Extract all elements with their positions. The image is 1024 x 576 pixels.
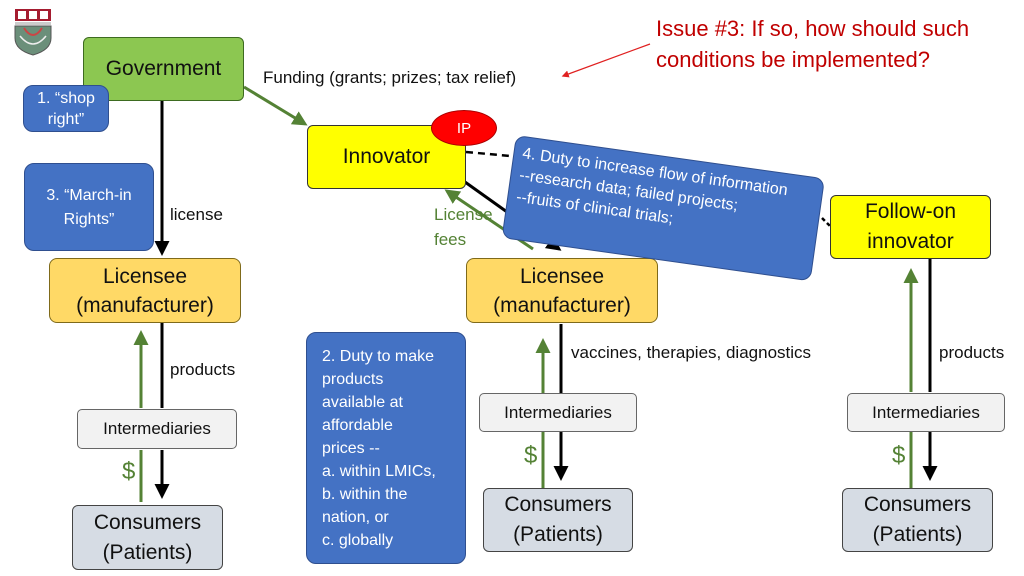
duty-products-line: prices -- (322, 440, 380, 457)
middle-products-label: vaccines, therapies, diagnostics (571, 343, 812, 362)
left-intermediaries-label: Intermediaries (103, 419, 211, 438)
harvard-shield-logo (14, 9, 52, 56)
middle-dollar-sign: $ (524, 442, 538, 469)
duty-products-line: c. globally (322, 532, 394, 549)
right-dollar-sign: $ (892, 442, 906, 469)
follow-on-line2: innovator (867, 230, 954, 253)
follow-on-innovator-box: Follow-on innovator (830, 195, 991, 259)
left-licensee-line2: (manufacturer) (76, 293, 214, 317)
ip-badge-label: IP (456, 119, 472, 137)
duty-products-line: 2. Duty to make (322, 348, 435, 365)
middle-licensee-line2: (manufacturer) (493, 293, 631, 317)
license-fees-line1: License (434, 205, 493, 224)
duty-products-line: nation, or (322, 509, 389, 526)
left-license-label: license (170, 205, 223, 224)
funding-arrow (243, 85, 308, 126)
right-products-label: products (939, 343, 1005, 362)
duty-products-line: b. within the (322, 486, 408, 503)
left-licensee-box: Licensee (manufacturer) (49, 258, 241, 323)
right-consumers-line1: Consumers (863, 493, 972, 516)
issue-question-line1: Issue #3: If so, how should such (656, 16, 970, 41)
left-licensee-line1: Licensee (102, 264, 188, 288)
middle-consumers-line1: Consumers (504, 493, 612, 516)
duty-products-callout: 2. Duty to make products available at af… (306, 332, 466, 564)
right-consumers-line2: (Patients) (872, 523, 963, 546)
right-consumers-box: Consumers (Patients) (842, 488, 993, 552)
government-box: Government (83, 37, 244, 101)
left-intermediaries-box: Intermediaries (77, 409, 237, 449)
info-flow-dashed-line-2 (821, 217, 831, 227)
ip-badge: IP (431, 110, 497, 146)
march-in-line1: 3. “March-in (46, 187, 132, 204)
march-in-line2: Rights” (63, 211, 115, 228)
duty-products-line: affordable (322, 417, 393, 434)
left-consumers-line2: (Patients) (102, 540, 193, 564)
right-intermediaries-box: Intermediaries (847, 393, 1005, 432)
duty-products-line: available at (322, 394, 403, 411)
left-products-label: products (170, 360, 236, 379)
duty-products-line: products (322, 371, 384, 388)
shop-right-callout: 1. “shop right” (23, 85, 109, 132)
left-consumers-line1: Consumers (93, 510, 202, 534)
issue-pointer-arrow (561, 43, 651, 78)
middle-licensee-line1: Licensee (519, 264, 605, 288)
right-intermediaries-label: Intermediaries (872, 402, 980, 422)
middle-licensee-box: Licensee (manufacturer) (466, 258, 658, 323)
duty-products-line: a. within LMICs, (322, 463, 436, 480)
middle-consumers-line2: (Patients) (513, 523, 603, 546)
funding-label: Funding (grants; prizes; tax relief) (263, 68, 517, 87)
middle-intermediaries-label: Intermediaries (504, 402, 612, 422)
left-consumers-box: Consumers (Patients) (72, 505, 223, 570)
license-fees-line2: fees (434, 230, 467, 249)
left-dollar-sign: $ (122, 458, 136, 485)
government-label: Government (105, 57, 222, 80)
middle-intermediaries-box: Intermediaries (479, 393, 637, 432)
innovator-box: Innovator (307, 125, 466, 189)
shop-right-line1: 1. “shop (37, 90, 95, 107)
issue-question-line2: conditions be implemented? (656, 47, 930, 72)
follow-on-line1: Follow-on (864, 200, 957, 223)
innovator-label: Innovator (342, 145, 431, 168)
march-in-callout: 3. “March-in Rights” (24, 163, 154, 251)
info-flow-dashed-line (465, 150, 523, 159)
shop-right-line2: right” (47, 111, 85, 128)
middle-consumers-box: Consumers (Patients) (483, 488, 633, 552)
